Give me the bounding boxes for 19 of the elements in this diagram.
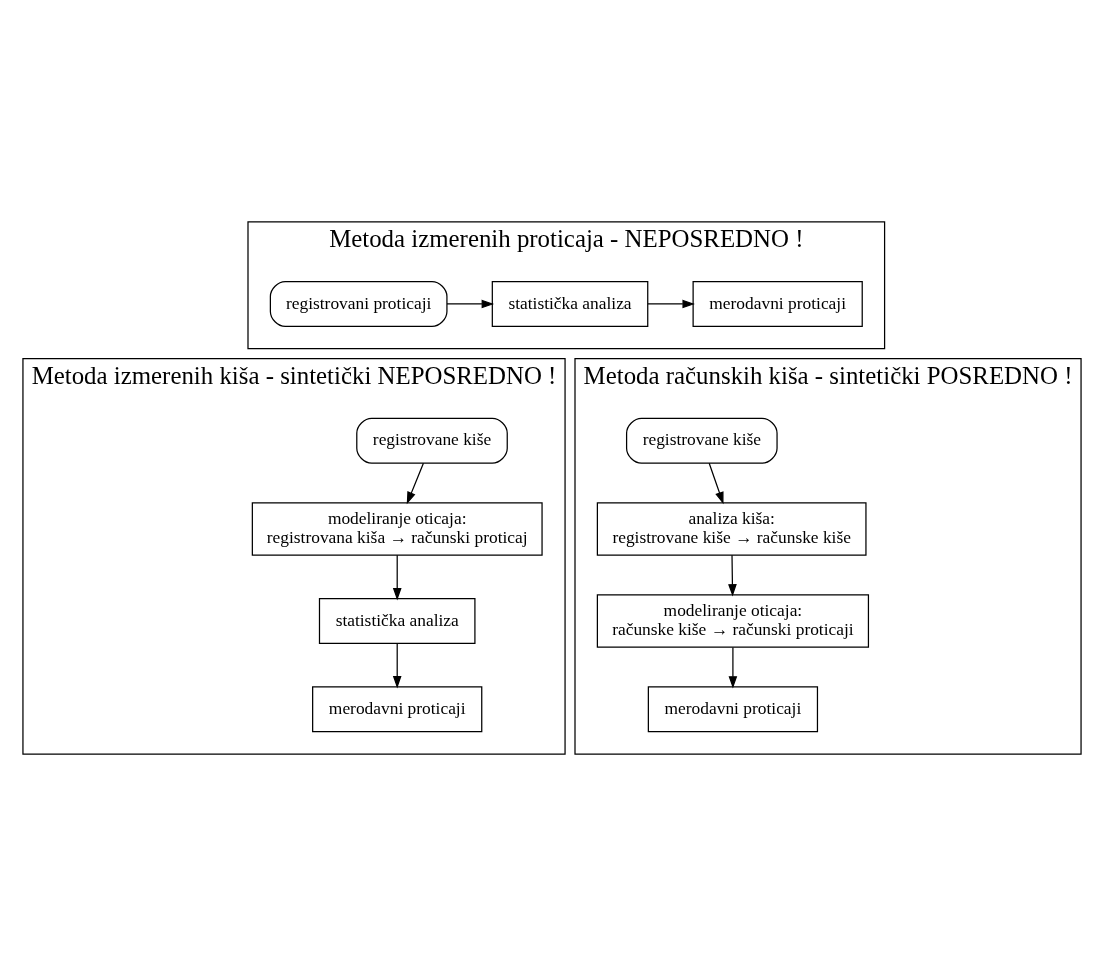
node-box: modeliranje oticaja: računske kiše → računski proticaji (596, 593, 870, 648)
node-box: merodavni proticaji (312, 685, 483, 732)
arrow (728, 646, 738, 689)
node-box: registrovani proticaji (269, 280, 448, 327)
node-box: statistička analiza (318, 597, 476, 644)
node-box: merodavni proticaji (692, 280, 863, 327)
node-box: modeliranje oticaja: registrovana kiša → računski proticaj (251, 501, 543, 556)
arrow (446, 299, 495, 308)
node-box: registrovane kiše (356, 417, 508, 464)
arrow (647, 299, 695, 308)
arrow (392, 642, 402, 688)
arrow (406, 462, 425, 504)
node-box: analiza kiša: registrovane kiše → računske kiše (596, 501, 867, 556)
node-box: registrovane kiše (626, 417, 778, 464)
arrow (728, 554, 737, 597)
node-box: merodavni proticaji (647, 685, 819, 732)
node-box: statistička analiza (491, 280, 649, 327)
arrow (392, 554, 402, 600)
arrow (708, 462, 724, 504)
